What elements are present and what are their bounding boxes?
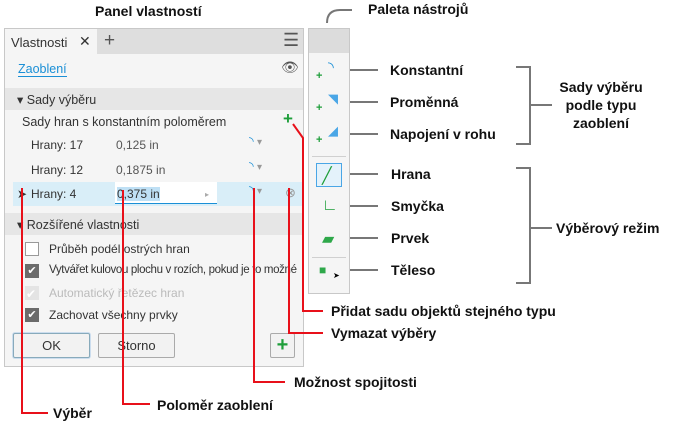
callout-feature: Prvek [391, 230, 430, 246]
callout-corner: Napojení v rohu [390, 126, 496, 142]
continuity-icon[interactable]: ◝ ▾ [249, 183, 263, 197]
ok-button[interactable]: OK [13, 333, 90, 358]
eye-icon[interactable]: 👁 [281, 59, 299, 75]
corner-setback-icon[interactable]: ◢+ [316, 123, 338, 146]
callout-continuity: Možnost spojitosti [294, 374, 417, 390]
callout-panel: Panel vlastností [95, 3, 202, 19]
callout-group-mode: Výběrový režim [556, 220, 660, 236]
checkbox[interactable]: ✔ [25, 264, 39, 278]
section-advanced[interactable]: ▾ Rozšířené vlastnosti [5, 213, 303, 235]
solid-mode-icon[interactable]: ■➤ [319, 263, 340, 280]
edge-mode-icon[interactable]: ╱ [316, 163, 342, 187]
cancel-button[interactable]: Storno [98, 333, 175, 358]
callout-add-set: Přidat sadu objektů stejného typu [331, 303, 556, 319]
radius-input[interactable]: 0,375 in [115, 182, 217, 204]
tab-properties[interactable]: Vlastnosti✕ [5, 29, 97, 54]
set-title: Sady hran s konstantním poloměrem [22, 115, 227, 129]
close-icon[interactable]: ✕ [79, 33, 91, 49]
add-button[interactable]: + [270, 333, 295, 358]
callout-select: Výběr [53, 405, 92, 421]
constant-fillet-icon[interactable]: ◝+ [316, 59, 334, 82]
callout-loop: Smyčka [391, 198, 444, 214]
menu-icon[interactable]: ☰ [283, 30, 300, 50]
callout-palette: Paleta nástrojů [368, 1, 469, 17]
callout-solid: Těleso [391, 262, 436, 278]
checkbox[interactable]: ✔ [25, 308, 39, 322]
callout-variable: Proměnná [390, 94, 459, 110]
checkbox[interactable] [25, 242, 39, 256]
callout-radius: Poloměr zaoblení [157, 397, 273, 413]
continuity-icon[interactable]: ◝ ▾ [249, 159, 263, 173]
panel-title[interactable]: Zaoblení [18, 62, 67, 77]
continuity-icon[interactable]: ◝ ▾ [249, 134, 263, 148]
feature-mode-icon[interactable]: ▰ [322, 231, 335, 248]
tab-bar: Vlastnosti✕ + ☰ [5, 29, 303, 54]
add-set-icon[interactable]: + [283, 109, 293, 128]
section-selection-sets[interactable]: ▾ Sady výběru [5, 88, 303, 110]
clear-icon[interactable]: ⊗ [285, 185, 296, 200]
callout-constant: Konstantní [390, 62, 464, 78]
callout-group-fillet: Sady výběru podle typu zaoblení [559, 79, 643, 131]
checkbox: ✔ [25, 286, 39, 301]
variable-fillet-icon[interactable]: ◥+ [316, 91, 338, 114]
tool-palette: ◝+ ◥+ ◢+ ╱ ∟ ▰ ■➤ [308, 28, 350, 294]
loop-mode-icon[interactable]: ∟ [322, 197, 338, 214]
callout-edge: Hrana [391, 166, 431, 182]
add-tab-icon[interactable]: + [104, 30, 116, 51]
callout-clear: Vymazat výběry [331, 325, 437, 341]
